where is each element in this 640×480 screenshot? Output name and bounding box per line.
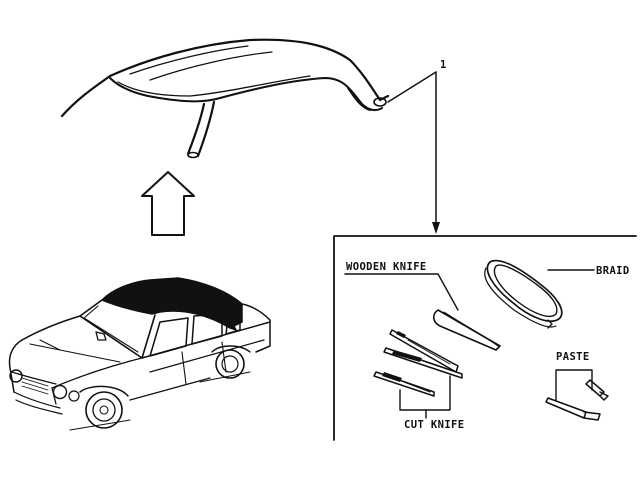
cut-knife-icon	[373, 371, 435, 397]
braid-label: BRAID	[596, 265, 630, 277]
braid-coil-icon	[486, 259, 563, 322]
callout-1: 1	[387, 59, 447, 234]
wooden-knife-icon	[432, 309, 501, 351]
car-vinyl-roof	[100, 277, 243, 332]
cut-knife-group: CUT KNIFE	[373, 329, 465, 431]
vinyl-roof-cover	[60, 38, 390, 159]
cut-knife-icon	[383, 347, 463, 379]
paste-tube-icon	[585, 379, 605, 397]
cut-knife-icon	[389, 329, 459, 373]
cut-knife-label: CUT KNIFE	[404, 419, 465, 431]
tool-kit-box	[333, 235, 637, 441]
callout-number: 1	[440, 59, 447, 71]
paste-group: PASTE	[545, 351, 609, 421]
braid-group: BRAID	[484, 259, 630, 329]
car-illustration	[8, 277, 271, 431]
wooden-knife-group: WOODEN KNIFE	[344, 261, 501, 351]
paste-tube-icon	[545, 397, 587, 419]
paste-label: PASTE	[556, 351, 590, 363]
up-arrow-icon	[141, 171, 195, 236]
wooden-knife-label: WOODEN KNIFE	[346, 261, 427, 273]
